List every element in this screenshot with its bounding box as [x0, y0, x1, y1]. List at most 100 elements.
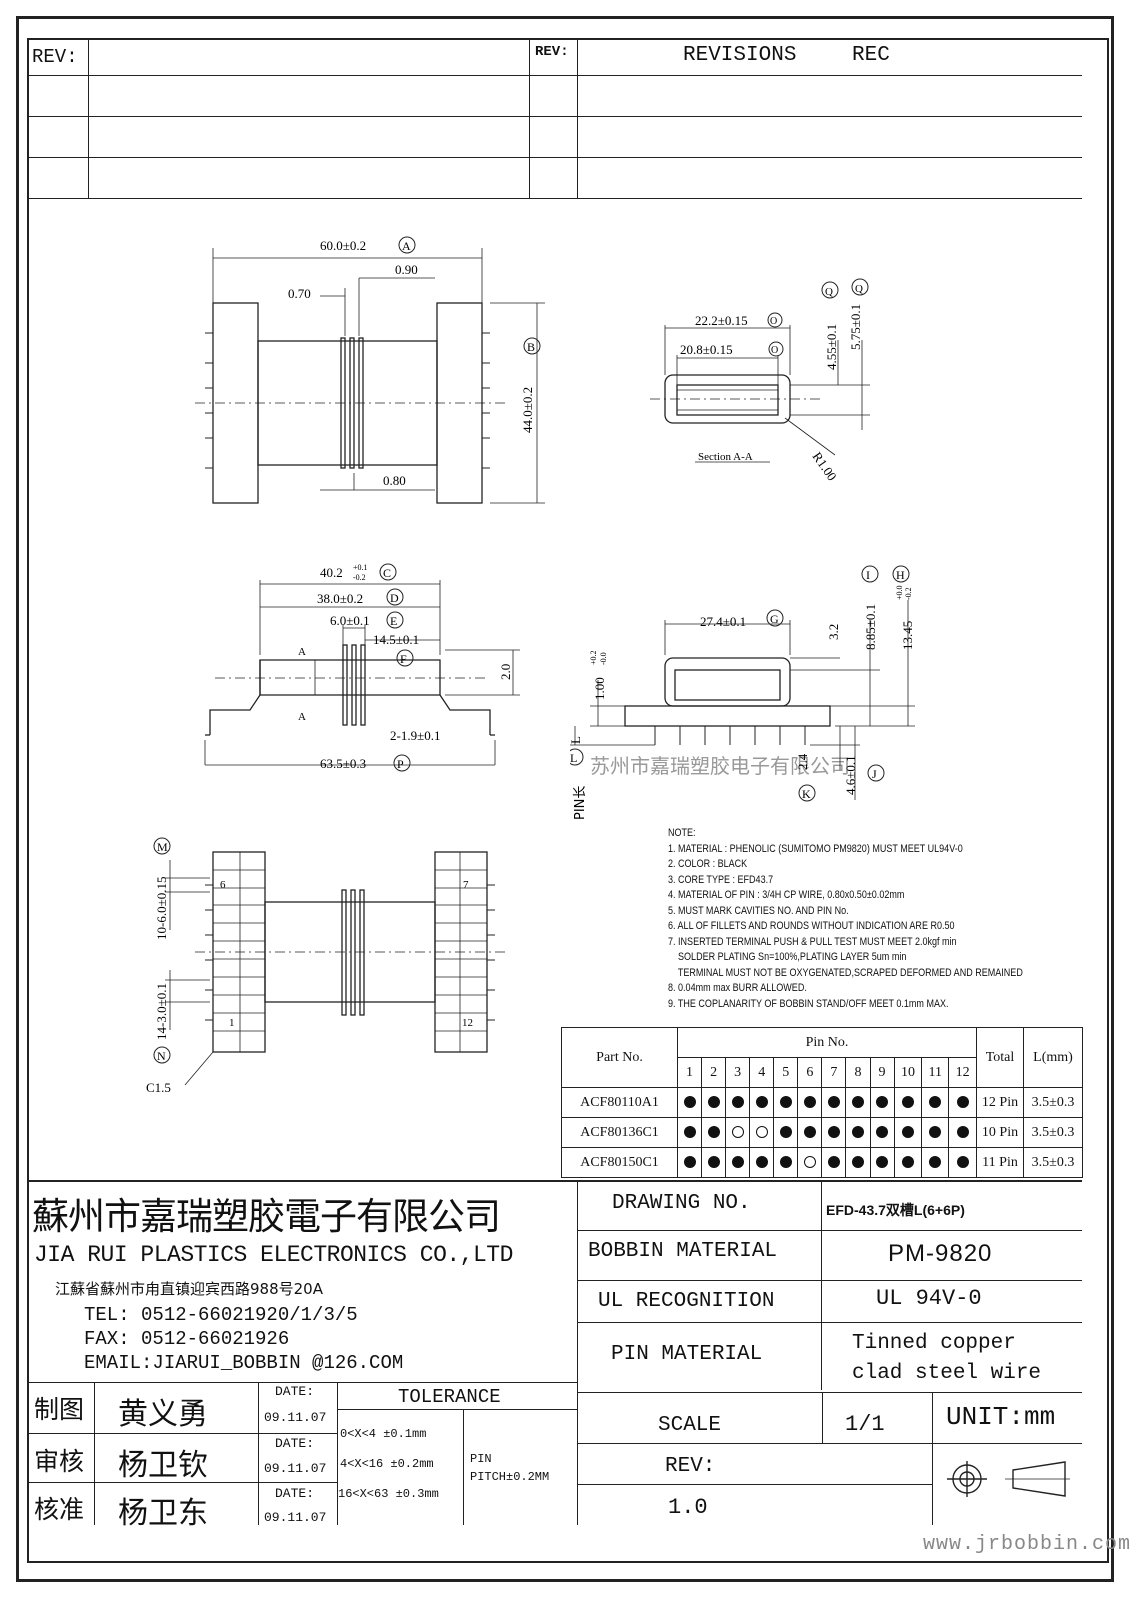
dim-q2: 5.75±0.1 [848, 304, 863, 350]
l-cell: 3.5±0.3 [1023, 1147, 1083, 1178]
pin-present-dot-icon [956, 1096, 969, 1109]
pin-cell [725, 1117, 751, 1148]
pin-present-dot-icon [901, 1126, 914, 1139]
pin-label-12: 12 [462, 1017, 473, 1029]
date-check: 09.11.07 [264, 1461, 327, 1476]
company-name-cn: 蘇州市嘉瑞塑胶電子有限公司 [32, 1195, 501, 1238]
pin-present-dot-icon [876, 1126, 889, 1139]
pin-number: 4 [749, 1057, 775, 1088]
pin-cell [725, 1087, 751, 1118]
pin-cell [845, 1147, 871, 1178]
total-header: Total [976, 1027, 1024, 1088]
name-approve: 杨卫东 [118, 1496, 208, 1531]
company-name-en: JIA RUI PLASTICS ELECTRONICS CO.,LTD [34, 1242, 513, 1268]
dim-070: 0.70 [288, 286, 311, 301]
tolerance-row: 0<X<4 ±0.1mm [340, 1427, 427, 1441]
pin-absent-circle-icon [803, 1156, 816, 1169]
section-mark-a-bottom: A [298, 711, 306, 723]
pin-present-dot-icon [901, 1156, 914, 1169]
dim-r: R1.00 [810, 449, 840, 483]
part-number-cell: ACF80150C1 [561, 1147, 678, 1178]
dim-g: 2-1.9±0.1 [390, 728, 440, 743]
dim-h-tol-dn: -0.2 [904, 587, 913, 600]
label-o1: O [770, 316, 777, 327]
date-label: DATE: [275, 1384, 315, 1399]
rev-label-right: REV: [535, 44, 569, 60]
pin-label-7: 7 [463, 879, 469, 891]
dim-c15: C1.5 [146, 1080, 171, 1095]
pin-label-1: 1 [229, 1017, 235, 1029]
pin-cell [701, 1117, 727, 1148]
label-b: B [527, 340, 535, 354]
label-k: K [802, 787, 811, 801]
rev-value: 1.0 [668, 1495, 708, 1520]
pin-number: 10 [893, 1057, 923, 1088]
pin-cell [821, 1087, 847, 1118]
pin-present-dot-icon [901, 1096, 914, 1109]
company-email: EMAIL:JIARUI_BOBBIN @126.COM [84, 1352, 404, 1374]
note-line: 9. THE COPLANARITY OF BOBBIN STAND/OFF M… [668, 997, 949, 1010]
pin-cell [749, 1117, 775, 1148]
role-check: 审核 [34, 1447, 85, 1476]
pin-number: 11 [921, 1057, 950, 1088]
pin-table: Part No. Pin No. Total L(mm) 1 2 3 4 5 6… [561, 1027, 1083, 1178]
pin-present-dot-icon [683, 1096, 696, 1109]
dim-c-tol-up: +0.1 [353, 563, 368, 572]
pin-present-dot-icon [929, 1156, 942, 1169]
label-c: C [383, 566, 391, 580]
tolerance-row: 4<X<16 ±0.2mm [340, 1457, 434, 1471]
pin-present-dot-icon [851, 1156, 864, 1169]
pin-present-dot-icon [779, 1126, 792, 1139]
part-number-cell: ACF80136C1 [561, 1117, 678, 1148]
part-no-header: Part No. [561, 1027, 678, 1088]
dim-090: 0.90 [395, 262, 418, 277]
company-tel: TEL: 0512-66021920/1/3/5 [84, 1304, 358, 1326]
rev-label-left: REV: [32, 46, 78, 68]
dim-o1: 22.2±0.15 [695, 313, 748, 328]
dim-i: 8.85±0.1 [863, 604, 878, 650]
dim-c-tol-dn: -0.2 [353, 573, 366, 582]
drawing-frame [27, 38, 1109, 1563]
drawing-sheet-border [16, 16, 1114, 1582]
dim-h: 13.45 [900, 621, 915, 650]
dim-n: 14-3.0±0.1 [154, 983, 169, 1040]
website-watermark: www.jrbobbin.com [923, 1533, 1131, 1556]
pin-cell [869, 1087, 895, 1118]
pin-cell [749, 1147, 775, 1178]
pin-cell [676, 1087, 703, 1118]
dim-a: 60.0±0.2 [320, 238, 366, 253]
dim-l: L [570, 736, 583, 744]
role-approve: 核准 [34, 1495, 85, 1524]
pin-present-dot-icon [755, 1096, 768, 1109]
pin-no-header: Pin No. [677, 1027, 977, 1058]
pin-absent-circle-icon [755, 1126, 768, 1139]
pin-present-dot-icon [876, 1096, 889, 1109]
scale-value: 1/1 [845, 1412, 885, 1437]
pin-number: 8 [845, 1057, 871, 1088]
rev-label: REV: [665, 1455, 716, 1478]
pin-present-dot-icon [827, 1156, 840, 1169]
l-header: L(mm) [1023, 1027, 1083, 1088]
dim-2-0: 2.0 [498, 664, 513, 680]
watermark-text: 苏州市嘉瑞塑胶电子有限公司 [590, 754, 850, 778]
pin-present-dot-icon [779, 1156, 792, 1169]
pin-present-dot-icon [731, 1156, 744, 1169]
note-line: 7. INSERTED TERMINAL PUSH & PULL TEST MU… [668, 935, 957, 948]
pin-cell [869, 1147, 895, 1178]
section-view-drawing: 22.2±0.15 O 20.8±0.15 O 4.55±0.1 Q 5.75±… [650, 278, 870, 483]
pin-number: 7 [821, 1057, 847, 1088]
dim-e: 6.0±0.1 [330, 613, 370, 628]
company-fax: FAX: 0512-66021926 [84, 1328, 290, 1350]
pin-length-label: PIN长 [573, 786, 588, 820]
label-g: G [770, 612, 779, 626]
pin-cell [948, 1147, 977, 1178]
pin-present-dot-icon [803, 1126, 816, 1139]
pin-pitch-label: PIN [470, 1452, 492, 1466]
pin-cell [821, 1147, 847, 1178]
pin-cell [869, 1117, 895, 1148]
pin-cell [893, 1147, 923, 1178]
top-view-drawing: 60.0±0.2 A 0.90 0.70 0.80 44.0±0.2 B [195, 236, 545, 504]
unit-label: UNIT:mm [946, 1402, 1056, 1432]
